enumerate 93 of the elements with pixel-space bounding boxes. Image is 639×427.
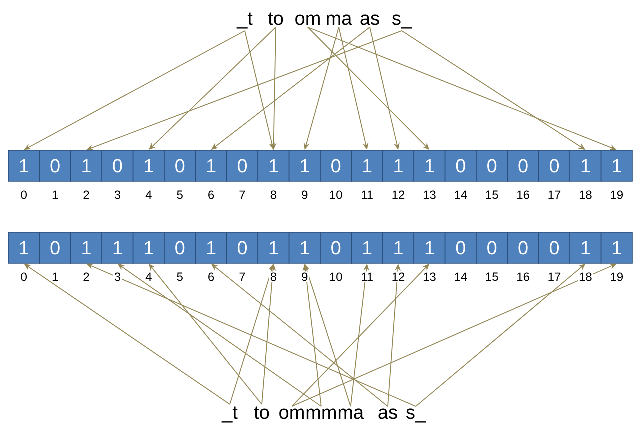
index-number: 10 [328,190,344,200]
bit-cell: 0 [476,232,508,264]
bit-cell: 1 [132,232,165,264]
word-label: _t [222,406,238,423]
index-number: 7 [238,190,247,200]
bit-cell: 1 [351,150,384,182]
bit-cell: 0 [538,150,570,182]
bit-cell: 1 [102,232,134,264]
index-number: 5 [176,272,184,282]
bit-cell: 0 [507,150,540,182]
bit-cell: 1 [195,150,228,182]
index-number: 13 [422,272,438,282]
word-label: _t [236,12,253,29]
index-number: 11 [360,190,375,200]
bit-cell: 1 [570,150,602,182]
bit-cell: 1 [382,232,414,264]
index-number: 10 [328,272,344,282]
bit-cell: 1 [570,232,602,264]
index-number: 6 [206,272,216,282]
index-number: 13 [422,190,438,200]
bit-cell: 1 [288,232,321,264]
bit-cell: 1 [288,150,321,182]
bit-cell: 0 [538,232,570,264]
index-number: 0 [20,272,28,282]
bit-cell: 1 [258,150,290,182]
word-label: om [296,14,320,26]
index-number: 3 [113,272,122,282]
bit-cell: 0 [320,232,352,264]
index-number: 4 [144,190,154,200]
bit-cell: 0 [226,232,258,264]
index-number: 19 [609,272,625,282]
bit-cell: 0 [444,150,477,182]
bit-cell: 1 [600,232,633,264]
bit-cell: 0 [320,150,352,182]
index-number: 9 [300,190,310,200]
bit-cell: 0 [507,232,540,264]
index-number: 16 [516,190,531,200]
bit-cell: 1 [414,232,446,264]
index-number: 1 [50,272,60,282]
index-number: 0 [20,190,28,200]
index-number: 18 [578,272,594,282]
word-label: om [280,408,304,420]
index-number: 12 [390,190,406,200]
index-number: 18 [578,190,594,200]
word-label: s_ [406,408,426,423]
index-number: 14 [453,272,469,282]
index-number: 16 [516,272,531,282]
index-number: 2 [82,190,91,200]
index-number: 15 [484,190,500,200]
bit-cell: 0 [476,150,508,182]
bit-cell: 0 [444,232,477,264]
index-number: 3 [113,190,122,200]
index-number: 15 [484,272,500,282]
word-label: as [360,14,380,26]
word-label: ma [327,14,352,26]
word-label: ma [338,408,364,420]
index-number: 17 [546,190,562,200]
index-number: 6 [206,190,216,200]
bit-cell: 1 [8,232,40,264]
bit-cell: 0 [39,150,72,182]
bit-cell: 1 [70,150,102,182]
bit-cell: 1 [351,232,384,264]
index-number: 8 [269,272,278,282]
bit-cell: 1 [382,150,414,182]
bit-cell: 0 [39,232,72,264]
index-number: 14 [453,190,469,200]
bit-cell: 1 [258,232,290,264]
bit-cell: 0 [226,150,258,182]
bit-cell: 1 [195,232,228,264]
index-number: 19 [609,190,625,200]
index-number: 5 [176,190,184,200]
index-number: 4 [144,272,154,282]
bit-cell: 1 [600,150,633,182]
index-number: 1 [50,190,60,200]
index-number: 12 [390,272,406,282]
bit-cell: 0 [164,150,196,182]
word-label: to [268,12,284,26]
index-number: 2 [82,272,91,282]
index-number: 8 [269,190,278,200]
index-number: 17 [546,272,562,282]
bit-cell: 1 [8,150,40,182]
bit-cell: 0 [164,232,196,264]
bit-cell: 1 [132,150,165,182]
word-label: as [378,408,398,420]
bit-cell: 0 [102,150,134,182]
word-label: mm [306,408,336,419]
index-number: 9 [300,272,310,282]
index-number: 11 [360,272,375,282]
bit-cell: 1 [70,232,102,264]
word-label: s_ [392,14,412,29]
index-number: 7 [238,272,247,282]
word-label: to [254,406,270,420]
bit-cell: 1 [414,150,446,182]
